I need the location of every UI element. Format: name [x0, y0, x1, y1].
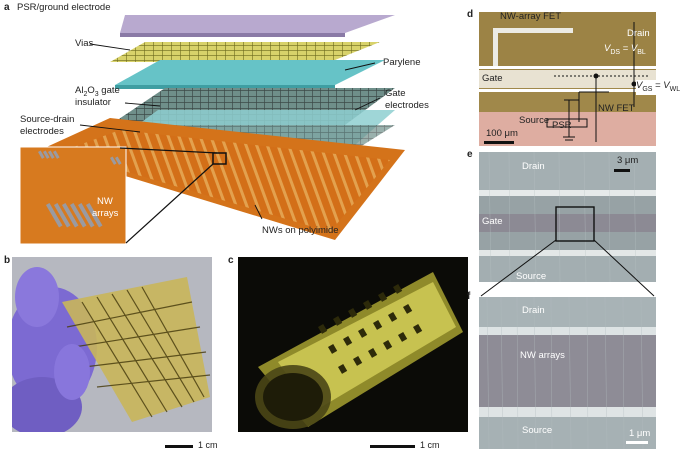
- panel-a-label: a: [4, 2, 10, 13]
- panel-b-label: b: [4, 255, 11, 266]
- panel-d-scale-bar: [484, 141, 514, 144]
- flexible-device-photo-rolled: [238, 257, 468, 432]
- nw-arrays-label-2: arrays: [92, 208, 119, 219]
- panel-c-scale-label: 1 cm: [420, 440, 440, 450]
- zoom-indicator-box: [212, 152, 227, 165]
- nw-arrays-inset: [19, 146, 127, 245]
- gate-label-d: Gate: [482, 73, 503, 84]
- vds-vbl-label: VDS = VBL: [604, 43, 646, 56]
- nw-fet-label: NW FET: [598, 103, 635, 114]
- vgs-vwl-label: VGS = VWL: [636, 80, 681, 95]
- nw-arrays-label-f: NW arrays: [520, 350, 565, 361]
- gate-electrodes-label-2: electrodes: [385, 100, 429, 111]
- parylene-layer: [115, 60, 385, 89]
- panel-c-scale-bar: [370, 445, 415, 448]
- vias-label: Vias: [75, 38, 94, 49]
- insulator-label: insulator: [75, 97, 111, 108]
- flexible-device-photo-hand: [12, 257, 212, 432]
- vias-layer: [110, 42, 380, 62]
- panel-e-label: e: [467, 149, 473, 160]
- panel-e-scale-label: 3 μm: [617, 155, 639, 166]
- psr-ground-label: PSR/ground electrode: [17, 2, 111, 13]
- source-label-e: Source: [516, 271, 547, 282]
- parylene-label: Parylene: [383, 57, 421, 68]
- panel-b-scale-bar: [165, 445, 193, 448]
- panel-f-label: f: [467, 291, 471, 302]
- panel-e-scale-bar: [614, 169, 630, 172]
- source-drain-label-1: Source-drain: [20, 114, 75, 125]
- nw-arrays-label-1: NW: [97, 196, 113, 207]
- panel-c-label: c: [228, 255, 234, 266]
- sem-micrograph-e: [479, 152, 656, 282]
- al2o3-label: Al2O3 gate: [75, 85, 120, 98]
- panel-f-scale-bar: [626, 441, 648, 444]
- zoom-lines-e-to-f: [480, 240, 655, 297]
- drain-label-f: Drain: [522, 305, 545, 316]
- panel-d-label: d: [467, 9, 474, 20]
- psr-ground-layer: [120, 15, 395, 37]
- fet-title-label: NW-array FET: [500, 11, 562, 22]
- device-layer-stack-illustration: [19, 15, 405, 245]
- drain-label-d: Drain: [627, 28, 650, 39]
- fet-optical-micrograph: [479, 12, 656, 146]
- psr-label-d: PSR: [552, 120, 572, 131]
- source-label-f: Source: [522, 425, 553, 436]
- gate-label-e: Gate: [482, 216, 503, 227]
- gate-electrodes-label-1: Gate: [385, 88, 406, 99]
- panel-b-scale-label: 1 cm: [198, 440, 218, 450]
- sem-micrograph-f: [479, 297, 656, 449]
- source-label-d: Source: [519, 115, 550, 126]
- panel-d-scale-label: 100 μm: [486, 128, 518, 139]
- source-drain-label-2: electrodes: [20, 126, 64, 137]
- panel-f-scale-label: 1 μm: [629, 428, 651, 439]
- drain-label-e: Drain: [522, 161, 545, 172]
- nws-on-polyimide-label: NWs on polyimide: [262, 225, 339, 236]
